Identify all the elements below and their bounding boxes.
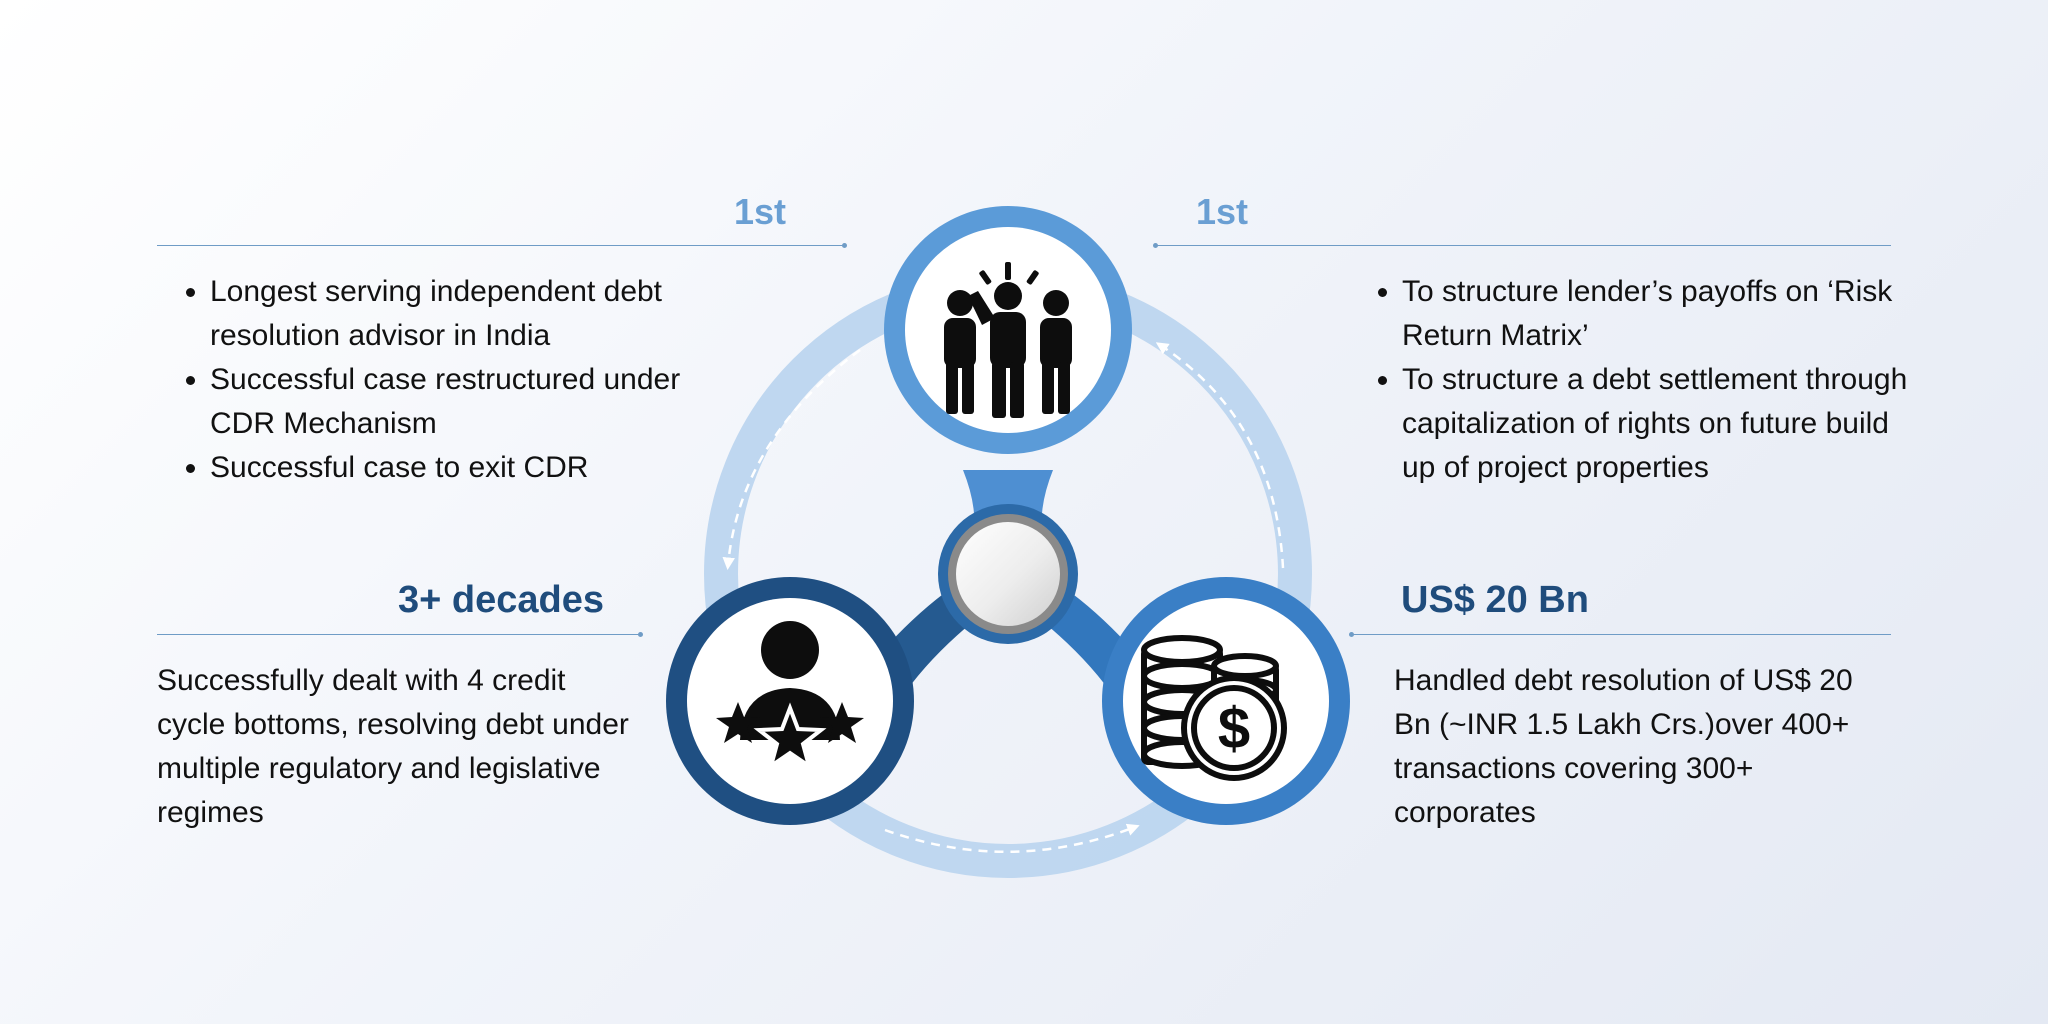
bottom-left-text: Successfully dealt with 4 credit cycle b… [157, 664, 629, 829]
bottom-left-rule [157, 631, 643, 637]
top-right-heading: 1st [1196, 191, 1249, 232]
bottom-right-rule [1349, 631, 1891, 637]
cycle-arrows [722, 342, 1285, 854]
bottom-right-text: Handled debt resolution of US$ 20 Bn (~I… [1394, 664, 1853, 829]
coins-dollar-icon: $ [1141, 635, 1287, 781]
top-right-bullet-1: To structure lender’s payoffs on ‘Risk R… [1402, 270, 1922, 358]
person-stars-icon [716, 621, 864, 771]
top-right-rule [1153, 242, 1891, 248]
top-left-bullet-1: Longest serving independent debt resolut… [210, 270, 750, 358]
top-left-heading: 1st [734, 191, 787, 232]
top-right-bullets: To structure lender’s payoffs on ‘Risk R… [1374, 270, 1922, 490]
bottom-left-heading: 3+ decades [398, 579, 604, 621]
team-people-icon [944, 262, 1072, 418]
top-left-rule [157, 242, 847, 248]
svg-text:$: $ [1218, 696, 1250, 761]
bottom-right-heading: US$ 20 Bn [1401, 579, 1589, 621]
top-left-bullet-2: Successful case restructured under CDR M… [210, 358, 750, 446]
top-right-bullet-2: To structure a debt settlement through c… [1402, 358, 1922, 490]
top-left-bullets: Longest serving independent debt resolut… [182, 270, 750, 490]
top-left-bullet-3: Successful case to exit CDR [210, 446, 750, 490]
